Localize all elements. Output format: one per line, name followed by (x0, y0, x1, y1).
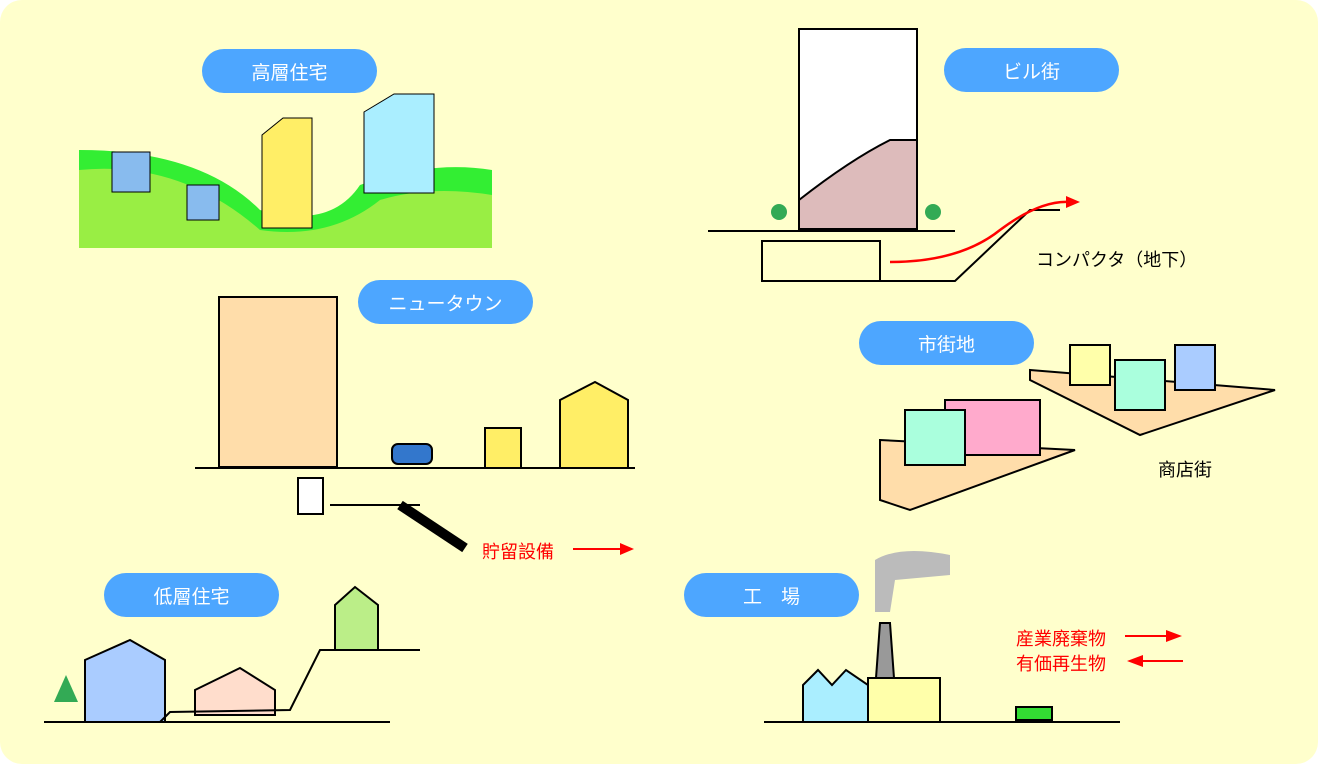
new-town-scene (195, 296, 635, 555)
label-low-rise-housing: 低層住宅 (104, 573, 279, 617)
office-district-scene (708, 28, 1080, 282)
label-office-district: ビル街 (944, 48, 1119, 92)
industrial-waste-label: 産業廃棄物 (1016, 629, 1106, 650)
valuables-label: 有価再生物 (1016, 654, 1106, 675)
storage-facility-label: 貯留設備 (482, 542, 554, 563)
compactor-label: コンパクタ（地下） (1036, 250, 1198, 271)
label-new-town: ニュータウン (358, 280, 533, 324)
label-factory: 工 場 (684, 573, 859, 617)
label-urban-area: 市街地 (859, 321, 1034, 365)
high-rise-housing-scene (79, 93, 492, 248)
shopping-street-label: 商店街 (1158, 460, 1212, 481)
urban-area-scene (879, 344, 1276, 512)
low-rise-housing-scene (44, 585, 420, 723)
factory-scene (764, 551, 1183, 723)
label-high-rise-housing: 高層住宅 (202, 49, 377, 93)
